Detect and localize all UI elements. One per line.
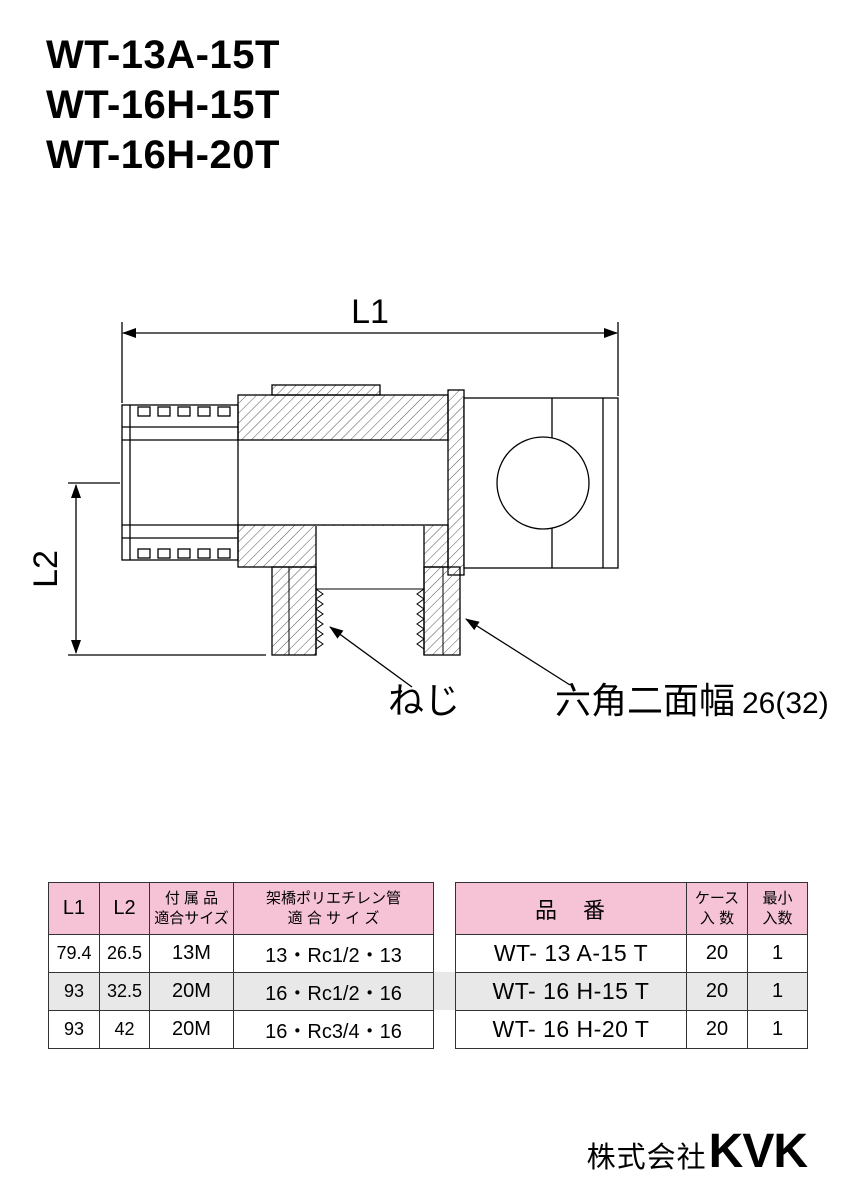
thread-label: ねじ: [388, 680, 460, 721]
spec-col-pex: 架橋ポリエチレン管 適 合 サ イ ズ: [233, 882, 434, 935]
cell-l2: 32.5: [99, 972, 150, 1011]
cell-l1: 93: [48, 972, 100, 1011]
spec-header-row: L1 L2 付 属 品 適合サイズ 架橋ポリエチレン管 適 合 サ イ ズ: [48, 882, 434, 935]
spec-row-3: 93 42 20M 16・Rc3/4・16: [48, 1010, 434, 1049]
cell-l2: 42: [99, 1010, 150, 1049]
cell-min-qty: 1: [747, 934, 808, 973]
cell-pex: 13・Rc1/2・13: [233, 934, 434, 973]
spec-col-accessory: 付 属 品 適合サイズ: [149, 882, 234, 935]
cell-pex: 16・Rc3/4・16: [233, 1010, 434, 1049]
cell-min-qty: 1: [747, 972, 808, 1011]
cell-case-qty: 20: [686, 934, 748, 973]
cell-pex: 16・Rc1/2・16: [233, 972, 434, 1011]
order-row-1: WT- 13 A-15 T 20 1: [455, 934, 808, 973]
dimension-l2: L2: [27, 482, 266, 656]
product-code-1: WT-13A-15T: [46, 33, 280, 77]
cell-part-number: WT- 16 H-15 T: [455, 972, 687, 1011]
dim-l1-label: L1: [351, 295, 389, 331]
spec-row-1: 79.4 26.5 13M 13・Rc1/2・13: [48, 934, 434, 973]
cell-accessory: 20M: [149, 1010, 234, 1049]
product-codes: WT-13A-15T WT-16H-15T WT-16H-20T: [46, 30, 280, 180]
order-header-row: 品 番 ケース 入 数 最小 入数: [455, 882, 808, 935]
dimension-l1: L1: [121, 295, 619, 403]
order-row-3: WT- 16 H-20 T 20 1: [455, 1010, 808, 1049]
thread-callout: ねじ: [329, 626, 460, 721]
cell-min-qty: 1: [747, 1010, 808, 1049]
spec-table: L1 L2 付 属 品 適合サイズ 架橋ポリエチレン管 適 合 サ イ ズ 79…: [48, 882, 434, 1049]
order-col-case-qty: ケース 入 数: [686, 882, 748, 935]
table-gap-stripe: [430, 972, 457, 1010]
dim-l2-label: L2: [27, 550, 65, 588]
company-name: 株式会社: [586, 1142, 707, 1174]
cell-case-qty: 20: [686, 1010, 748, 1049]
hex-value: 26(32): [742, 687, 829, 720]
press-connector: [121, 404, 239, 561]
kvk-logo: KVK: [708, 1125, 808, 1178]
order-col-part-number: 品 番: [455, 882, 687, 935]
spec-row-2: 93 32.5 20M 16・Rc1/2・16: [48, 972, 434, 1011]
product-code-2: WT-16H-15T: [46, 83, 280, 127]
cell-l1: 79.4: [48, 934, 100, 973]
technical-drawing: L1 L2: [27, 295, 829, 721]
cell-accessory: 13M: [149, 934, 234, 973]
spec-col-l2: L2: [99, 882, 150, 935]
company-logo: 株式会社 KVK: [586, 1124, 808, 1179]
cell-accessory: 20M: [149, 972, 234, 1011]
hex-label: 六角二面幅: [555, 680, 735, 721]
cell-case-qty: 20: [686, 972, 748, 1011]
order-table: 品 番 ケース 入 数 最小 入数 WT- 13 A-15 T 20 1 WT-…: [455, 882, 808, 1049]
product-code-3: WT-16H-20T: [46, 133, 280, 177]
cell-part-number: WT- 13 A-15 T: [455, 934, 687, 973]
order-col-min-qty: 最小 入数: [747, 882, 808, 935]
hex-callout: 六角二面幅 26(32): [465, 618, 829, 721]
cell-l1: 93: [48, 1010, 100, 1049]
order-row-2: WT- 16 H-15 T 20 1: [455, 972, 808, 1011]
spec-col-l1: L1: [48, 882, 100, 935]
quick-connector: [463, 397, 619, 569]
cell-part-number: WT- 16 H-20 T: [455, 1010, 687, 1049]
cell-l2: 26.5: [99, 934, 150, 973]
